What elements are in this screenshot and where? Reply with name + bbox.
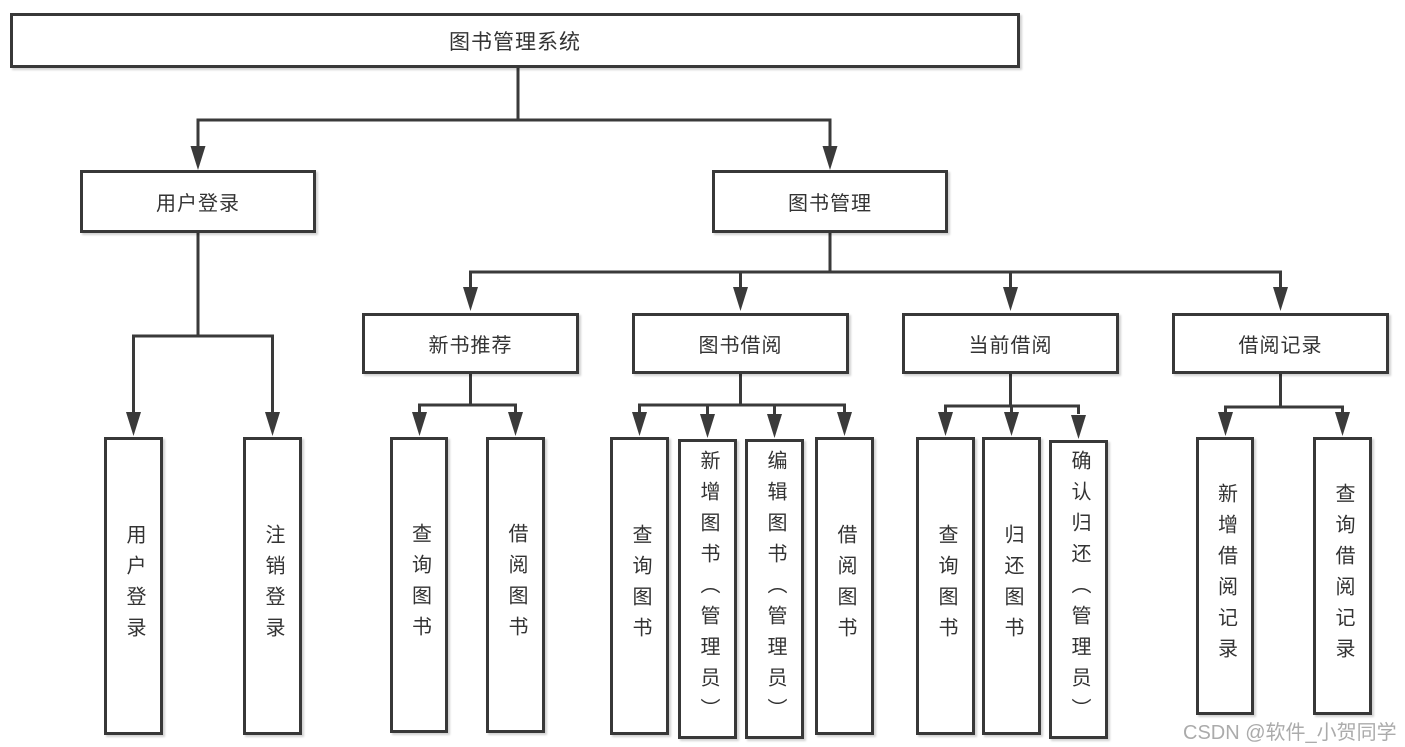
leaf-add-book-admin-label: 新增图书（管理员） [697,449,719,729]
leaf-query-books-borrow-label: 查询图书 [629,524,651,648]
node-book-borrow: 图书借阅 [632,313,849,374]
node-borrow-records: 借阅记录 [1172,313,1389,374]
leaf-return-book: 归还图书 [982,437,1041,735]
leaf-confirm-return-admin: 确认归还（管理员） [1049,440,1108,739]
node-root: 图书管理系统 [10,13,1020,68]
node-current-borrow: 当前借阅 [902,313,1119,374]
leaf-query-books-current: 查询图书 [916,437,975,735]
node-new-book-recommend: 新书推荐 [362,313,579,374]
arrowhead [700,414,715,438]
arrowhead [190,146,206,170]
leaf-edit-book-admin-label: 编辑图书（管理员） [764,449,786,729]
leaf-query-books-newbook-label: 查询图书 [408,523,431,647]
leaf-user-login: 用户登录 [104,437,163,735]
leaf-user-login-label: 用户登录 [123,524,145,648]
arrowhead [767,414,782,438]
arrowhead [1004,412,1019,436]
leaf-query-books-newbook: 查询图书 [390,437,448,733]
node-root-label: 图书管理系统 [449,30,581,54]
leaf-add-borrow-record: 新增借阅记录 [1196,437,1254,715]
leaf-confirm-return-admin-label: 确认归还（管理员） [1068,450,1090,729]
arrowhead [1071,415,1086,439]
arrowhead [265,412,280,436]
leaf-edit-book-admin: 编辑图书（管理员） [745,439,804,739]
arrowhead [837,412,852,436]
node-new-book-recommend-label: 新书推荐 [428,335,513,357]
arrowhead [126,412,141,436]
leaf-add-book-admin: 新增图书（管理员） [678,439,737,739]
leaf-query-books-borrow: 查询图书 [610,437,669,735]
node-user-login-label: 用户登录 [156,193,240,215]
leaf-logout-label: 注销登录 [262,524,284,648]
leaf-query-borrow-record-label: 查询借阅记录 [1332,483,1354,669]
node-book-borrow-label: 图书借阅 [698,335,783,357]
arrowhead [463,287,478,311]
arrowhead [632,412,647,436]
arrowhead [733,287,748,311]
node-borrow-records-label: 借阅记录 [1238,335,1323,357]
leaf-borrow-books-newbook: 借阅图书 [486,437,545,733]
arrowhead [822,146,838,170]
leaf-add-borrow-record-label: 新增借阅记录 [1214,483,1237,669]
arrowhead [938,412,953,436]
node-current-borrow-label: 当前借阅 [968,335,1053,357]
leaf-borrow-books-newbook-label: 借阅图书 [505,523,527,647]
node-user-login: 用户登录 [80,170,316,233]
arrowhead [1003,287,1018,311]
leaf-borrow-books-borrow: 借阅图书 [815,437,874,735]
leaf-borrow-books-borrow-label: 借阅图书 [834,524,856,648]
node-book-management: 图书管理 [712,170,948,233]
arrowhead [1273,287,1288,311]
arrowhead [1335,412,1350,436]
leaf-return-book-label: 归还图书 [1001,524,1023,648]
csdn-watermark: CSDN @软件_小贺同学 [1183,722,1397,744]
arrowhead [412,412,427,436]
leaf-query-borrow-record: 查询借阅记录 [1313,437,1372,715]
leaf-query-books-current-label: 查询图书 [935,524,957,648]
arrowhead [508,412,523,436]
leaf-logout: 注销登录 [243,437,302,735]
node-book-management-label: 图书管理 [788,193,872,215]
arrowhead [1218,412,1233,436]
